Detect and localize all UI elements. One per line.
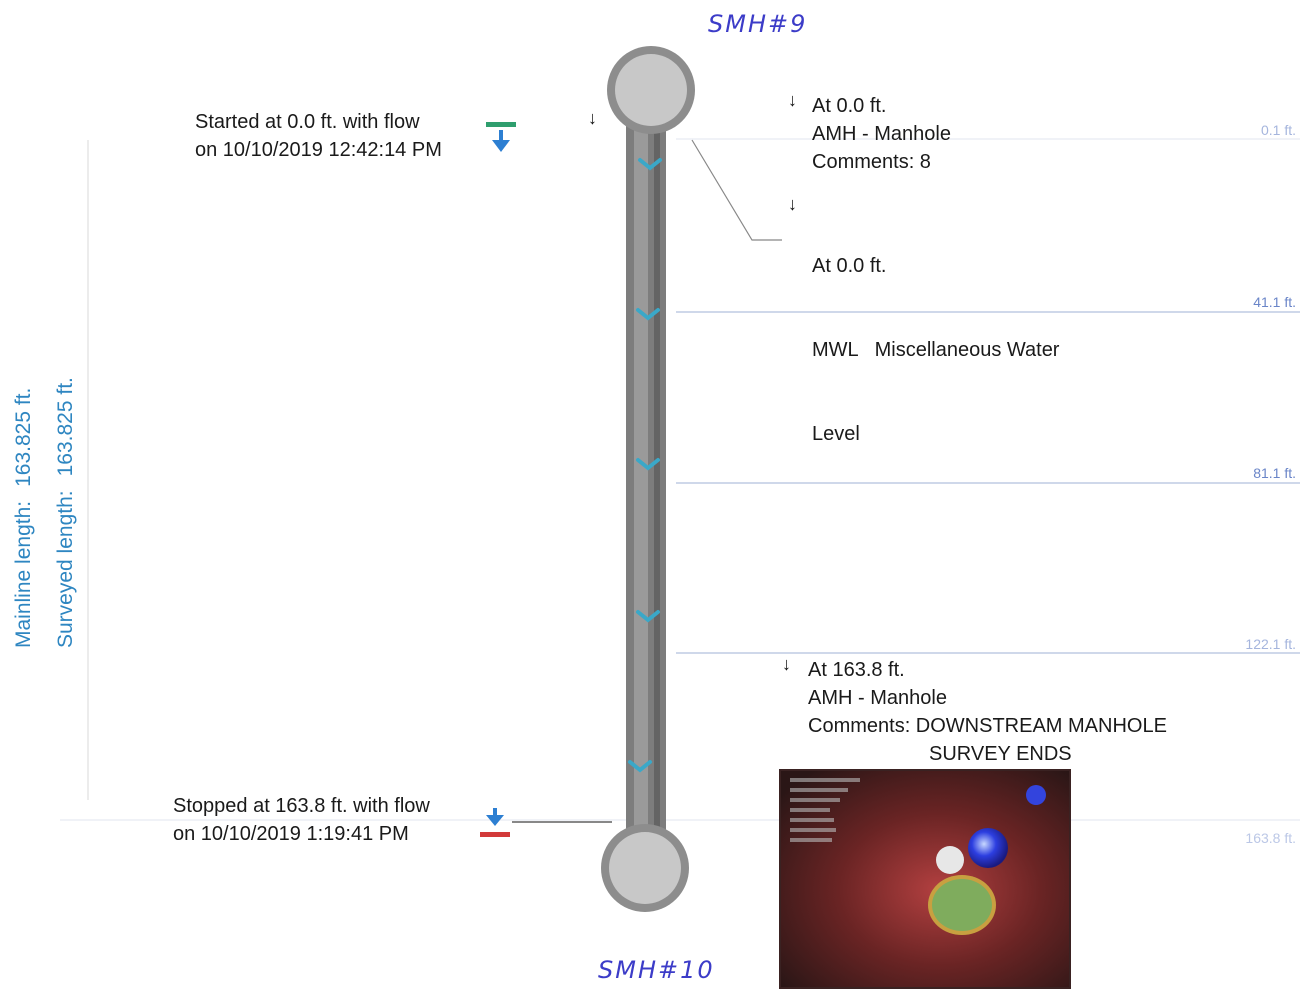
mainline-length-label: Mainline length:	[12, 500, 35, 648]
scale-tick-label: 163.8 ft.	[1245, 830, 1296, 846]
stop-note: Stopped at 163.8 ft. with flow on 10/10/…	[173, 792, 430, 848]
observation-comments: Comments: 8	[812, 151, 931, 173]
observation-comments: Comments: DOWNSTREAM MANHOLE	[808, 715, 1167, 737]
down-arrow-icon: ↓	[588, 108, 597, 128]
flow-stop-icon	[480, 808, 510, 837]
mainline-length: Mainline length: 163.825 ft.	[12, 388, 36, 648]
down-arrow-icon: ↓	[788, 90, 797, 110]
inspection-photo	[779, 769, 1071, 989]
scale-tick-label: 0.1 ft.	[1260, 122, 1296, 138]
observation-3[interactable]: At 163.8 ft. AMH - Manhole Comments: DOW…	[808, 656, 1167, 768]
observation-at: At 163.8 ft.	[808, 659, 905, 681]
top-manhole-label: SMH#9	[708, 10, 808, 38]
surveyed-length: Surveyed length: 163.825 ft.	[54, 377, 78, 648]
flow-marker	[636, 610, 660, 623]
flow-marker	[638, 158, 662, 171]
mainline-length-value: 163.825 ft.	[12, 387, 35, 487]
scale-tick-label: 81.1 ft.	[1253, 465, 1296, 481]
observation-code: AMH - Manhole	[812, 123, 951, 145]
observation-1[interactable]: At 0.0 ft. AMH - Manhole Comments: 8	[812, 92, 951, 176]
observation-code: MWL Miscellaneous Water	[812, 339, 1060, 361]
start-note: Started at 0.0 ft. with flow on 10/10/20…	[195, 108, 442, 164]
observation-comments: Level	[812, 423, 860, 445]
flow-marker	[636, 308, 660, 321]
stop-line-1: Stopped at 163.8 ft. with flow	[173, 795, 430, 817]
flow-marker	[628, 760, 652, 773]
surveyed-length-value: 163.825 ft.	[54, 377, 77, 477]
start-line-1: Started at 0.0 ft. with flow	[195, 111, 420, 133]
bottom-manhole-label: SMH#10	[598, 956, 715, 984]
down-arrow-icon: ↓	[788, 194, 797, 214]
surveyed-length-label: Surveyed length:	[54, 490, 77, 648]
observation-2[interactable]: At 0.0 ft. MWL Miscellaneous Water Level	[812, 196, 1059, 476]
observation-code: AMH - Manhole	[808, 687, 947, 709]
scale-tick-label: 41.1 ft.	[1253, 294, 1296, 310]
observation-at: At 0.0 ft.	[812, 95, 887, 117]
observation-at: At 0.0 ft.	[812, 255, 887, 277]
observation-comments-continued: SURVEY ENDS	[929, 743, 1072, 765]
start-line-2: on 10/10/2019 12:42:14 PM	[195, 139, 442, 161]
flow-marker	[636, 458, 660, 471]
stop-line-2: on 10/10/2019 1:19:41 PM	[173, 823, 409, 845]
down-arrow-icon: ↓	[782, 654, 791, 674]
flow-start-icon	[486, 122, 516, 152]
scale-tick-label: 122.1 ft.	[1245, 636, 1296, 652]
